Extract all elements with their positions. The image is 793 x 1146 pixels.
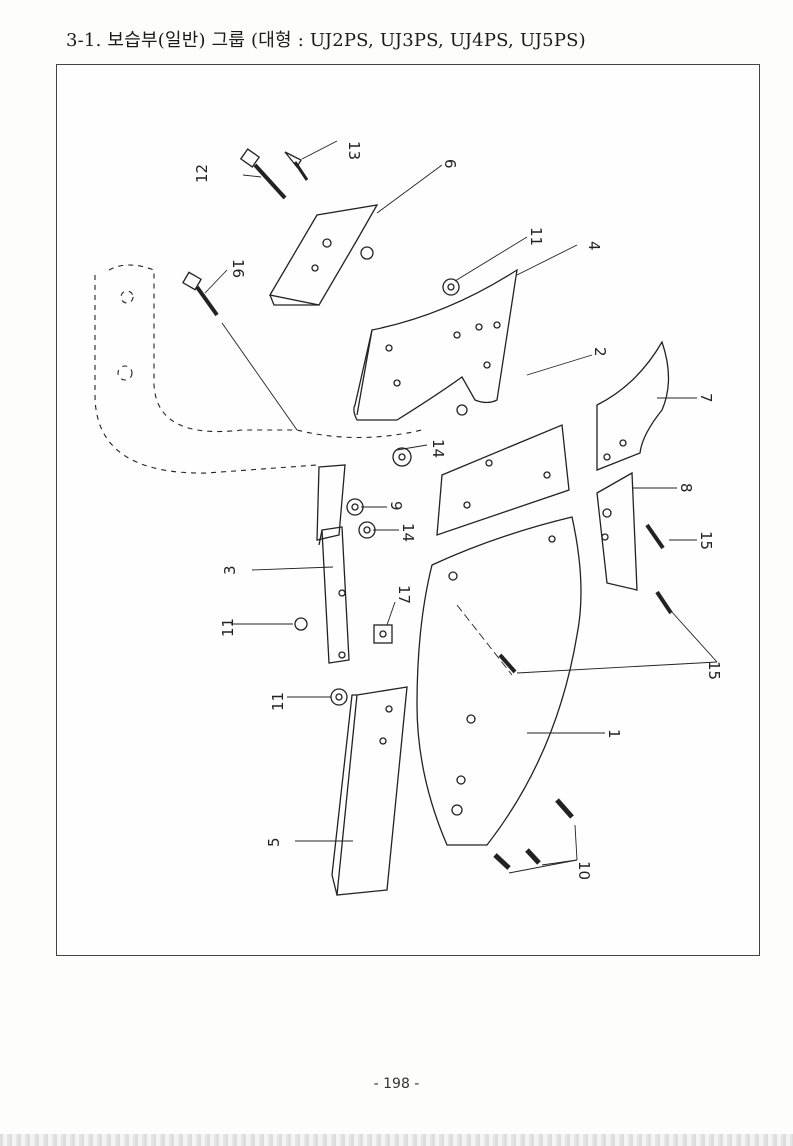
part-16-bolt [182, 271, 298, 431]
part-3-bracket-upper [316, 464, 346, 541]
part-labels: 12 13 6 11 4 16 2 7 14 8 9 14 15 3 17 11… [193, 141, 723, 880]
part-7-plate [596, 340, 670, 471]
part-15-bolts [498, 523, 673, 674]
label-12: 12 [193, 164, 211, 183]
label-5: 5 [265, 837, 283, 847]
part-14-nut-middle [358, 521, 376, 539]
part-6-bracket [268, 204, 379, 306]
label-15-lower: 15 [705, 661, 723, 680]
diagram-drawing: 12 13 6 11 4 16 2 7 14 8 9 14 15 3 17 11… [94, 140, 723, 896]
part-landside [331, 686, 408, 896]
part-8-plate [596, 471, 638, 591]
label-7: 7 [697, 393, 715, 403]
label-16: 16 [229, 259, 247, 278]
label-1: 1 [605, 729, 623, 739]
label-10: 10 [575, 861, 593, 880]
label-11-middle: 11 [219, 618, 237, 637]
label-2: 2 [591, 347, 609, 357]
dashed-frame-outline [94, 264, 423, 474]
part-1-share [416, 516, 582, 846]
label-9: 9 [387, 501, 405, 511]
label-13: 13 [345, 141, 363, 160]
label-11-upper: 11 [527, 227, 545, 246]
part-11-nut-middle [294, 617, 308, 631]
page-title: 3-1. 보습부(일반) 그룹 (대형 : UJ2PS, UJ3PS, UJ4P… [66, 30, 586, 51]
label-4: 4 [585, 241, 603, 251]
label-8: 8 [677, 483, 695, 493]
label-3: 3 [221, 565, 239, 575]
part-4-shin [353, 268, 518, 421]
label-14-upper: 14 [429, 439, 447, 458]
part-17-square-nut [373, 624, 393, 644]
part-2-plate [436, 424, 570, 536]
part-3-runner [318, 526, 350, 664]
leader-lines [204, 140, 718, 874]
label-17: 17 [395, 585, 413, 604]
part-11-nut-lower [330, 688, 348, 706]
page-number: - 198 - [373, 1076, 420, 1092]
part-12-bolt [239, 148, 287, 200]
label-11-lower: 11 [269, 692, 287, 711]
part-11-nut-upper [442, 278, 460, 296]
label-6: 6 [441, 159, 459, 169]
scan-edge-strip [0, 1134, 793, 1146]
part-14-nut-upper [392, 447, 412, 467]
part-10-bolts [493, 798, 574, 870]
label-15-upper: 15 [697, 531, 715, 550]
label-14-middle: 14 [399, 523, 417, 542]
part-13-bolt [284, 151, 309, 181]
exploded-parts-diagram: 12 13 6 11 4 16 2 7 14 8 9 14 15 3 17 11… [56, 64, 760, 956]
part-9-washer [346, 498, 364, 516]
